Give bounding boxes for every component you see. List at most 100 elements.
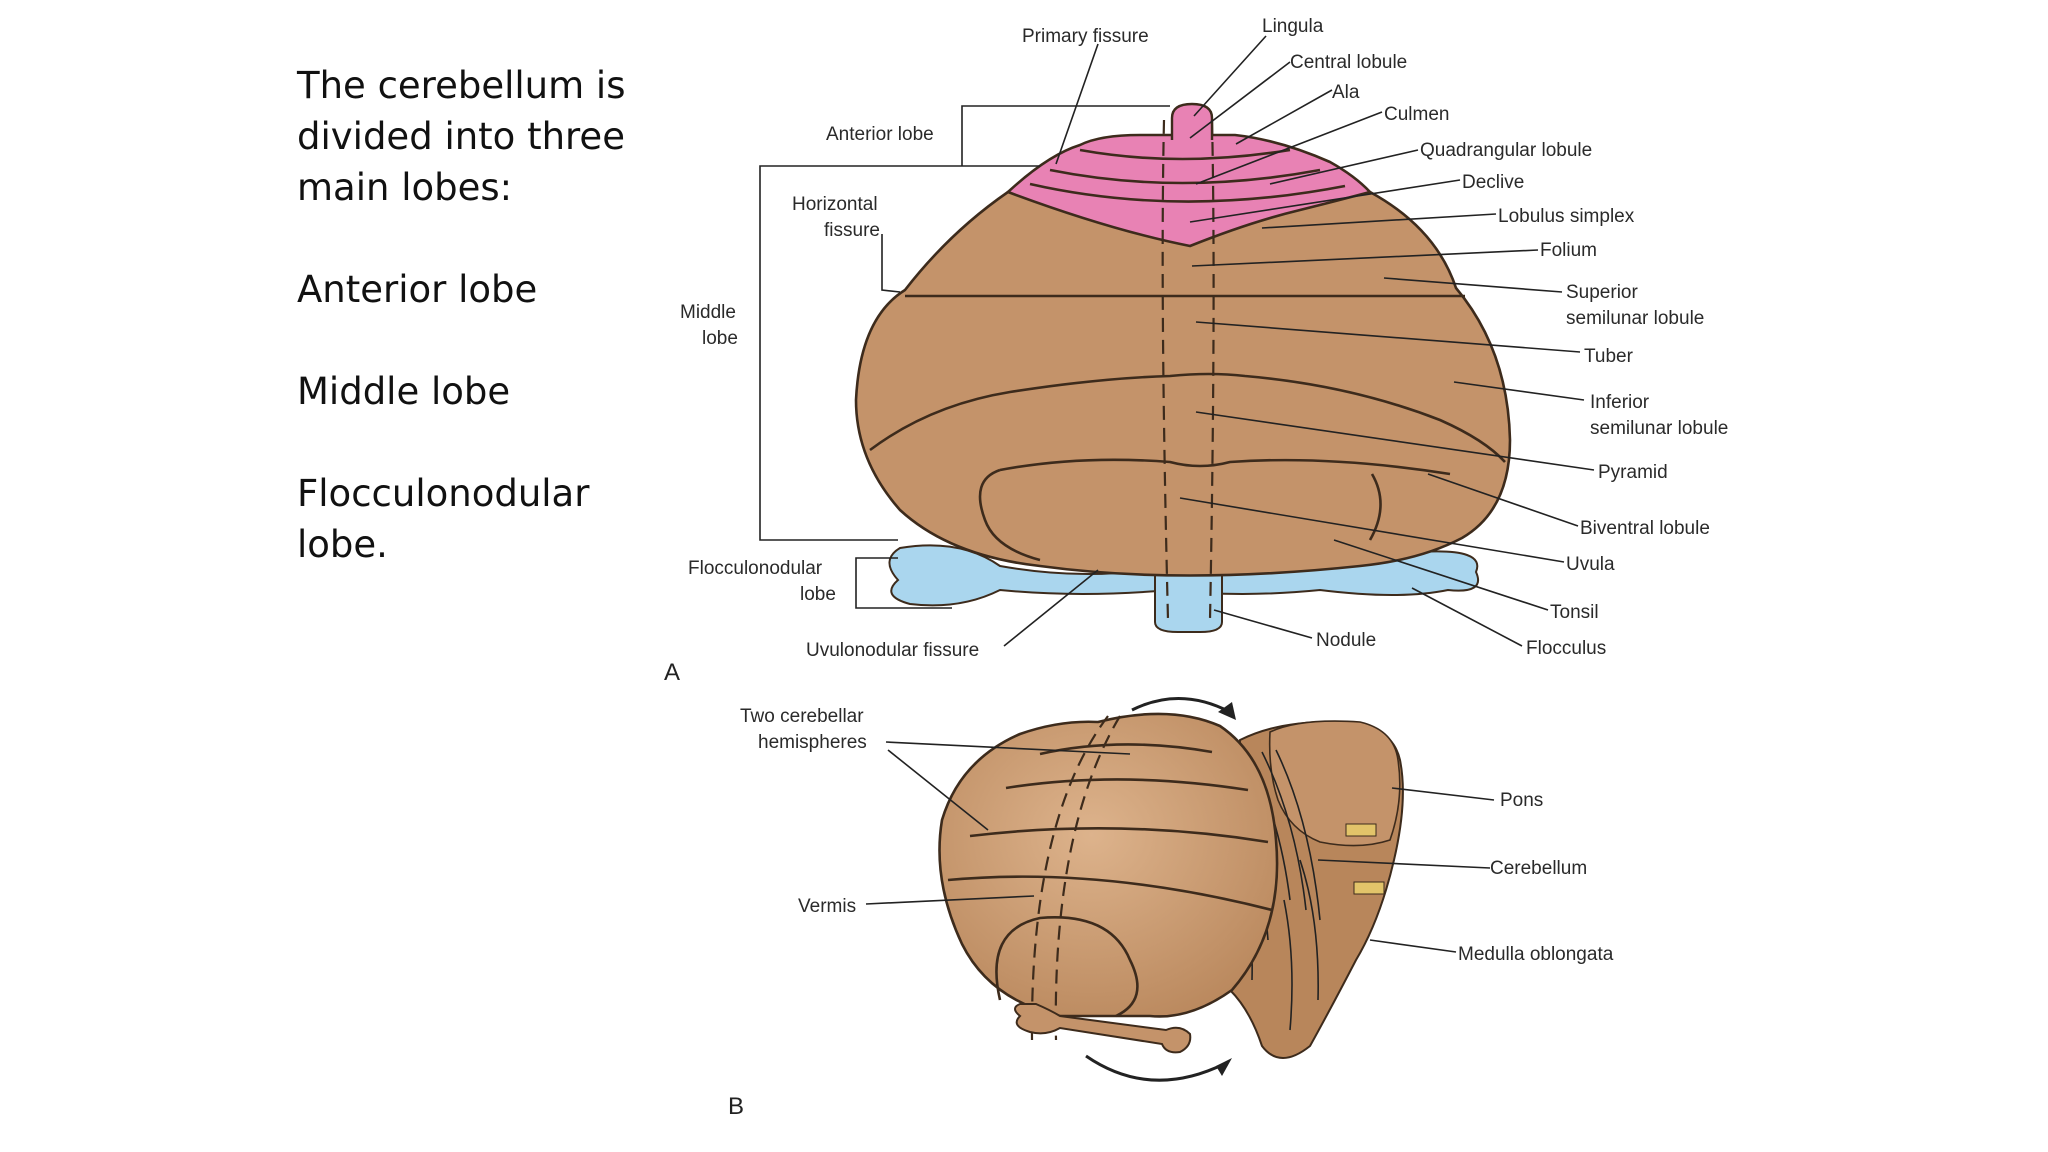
rotation-arrow-top-head	[1218, 702, 1236, 720]
vermis-dash-right	[1208, 119, 1215, 621]
label-horizontal-fissure-2: fissure	[824, 220, 880, 241]
label-uvulonodular-fissure: Uvulonodular fissure	[806, 640, 979, 661]
label-tonsil: Tonsil	[1550, 602, 1599, 623]
figure-letter-b: B	[728, 1093, 744, 1120]
leader-pyramid	[1195, 411, 1595, 471]
lobe-item-anterior: Anterior lobe	[297, 268, 538, 311]
label-inferior-semilunar-2: semilunar lobule	[1590, 418, 1728, 439]
middle-lobe-shape	[854, 190, 1512, 577]
pons-shape	[1268, 720, 1401, 847]
biventral-outline	[1368, 473, 1382, 541]
leader-vermis	[865, 895, 1035, 905]
nerve-stub-2	[1353, 881, 1385, 895]
b-tonsil	[995, 916, 1139, 1018]
leader-hemispheres-b	[887, 749, 989, 831]
label-two-hemispheres-2: hemispheres	[758, 732, 867, 753]
leader-culmen	[1195, 111, 1383, 185]
leader-flocculus	[1411, 587, 1523, 647]
label-declive: Declive	[1462, 172, 1524, 193]
middle-lobe-bracket	[759, 165, 1040, 541]
label-inferior-semilunar-1: Inferior	[1590, 392, 1650, 413]
leader-lobulus-simplex	[1261, 213, 1497, 229]
leader-tuber	[1195, 321, 1581, 353]
diagram-a: Primary fissure Lingula Central lobule A…	[664, 16, 1728, 686]
anterior-lobe-bracket	[961, 105, 1170, 166]
b-fold-2	[1005, 778, 1249, 792]
label-cerebellum: Cerebellum	[1490, 858, 1587, 879]
label-pons: Pons	[1500, 790, 1543, 811]
leader-folium	[1191, 249, 1539, 267]
vermis-dash-left	[1161, 119, 1170, 621]
lobe-item-middle: Middle lobe	[297, 370, 511, 413]
leader-lingula	[1193, 35, 1267, 117]
lingula-shape	[1170, 102, 1214, 140]
label-ala: Ala	[1332, 82, 1360, 103]
pyramid-fold	[999, 458, 1451, 476]
label-culmen: Culmen	[1384, 104, 1449, 125]
leader-cerebellum	[1317, 859, 1491, 869]
label-two-hemispheres-1: Two cerebellar	[740, 706, 864, 727]
rotation-arrow-bottom-head	[1216, 1058, 1232, 1076]
leader-tonsil	[1333, 539, 1549, 611]
label-medulla-oblongata: Medulla oblongata	[1458, 944, 1614, 965]
anterior-fold-2	[1049, 168, 1321, 185]
label-flocculonodular-2: lobe	[800, 584, 836, 605]
label-superior-semilunar-1: Superior	[1566, 282, 1638, 303]
label-anterior-lobe: Anterior lobe	[826, 124, 934, 145]
tuber-fold	[869, 372, 1506, 463]
nodule-shape	[1154, 565, 1223, 633]
rotation-arrow-top	[1131, 697, 1231, 714]
label-lingula: Lingula	[1262, 16, 1324, 37]
label-central-lobule: Central lobule	[1290, 52, 1407, 73]
anterior-fold-1	[1079, 148, 1291, 161]
tonsil-outline	[978, 468, 1041, 562]
anterior-fold-3	[1029, 182, 1346, 203]
leader-pons	[1391, 787, 1495, 801]
label-primary-fissure: Primary fissure	[1022, 26, 1149, 47]
figure-letter-a: A	[664, 659, 680, 686]
leader-central-lobule	[1189, 61, 1291, 139]
flocculonodular-bracket	[855, 557, 952, 609]
leader-nodule	[1213, 609, 1313, 639]
b-vermis-dash-left	[1030, 715, 1109, 1041]
label-biventral-lobule: Biventral lobule	[1580, 518, 1710, 539]
label-folium: Folium	[1540, 240, 1597, 261]
label-middle-lobe-2: lobe	[702, 328, 738, 349]
diagram-b: Two cerebellar hemispheres Vermis Pons C…	[728, 697, 1614, 1120]
label-middle-lobe-1: Middle	[680, 302, 736, 323]
label-quadrangular-lobule: Quadrangular lobule	[1420, 140, 1592, 161]
leader-medulla	[1369, 939, 1457, 953]
rotation-arrow-bottom	[1085, 1054, 1225, 1082]
intro-text: The cerebellum is divided into three mai…	[297, 64, 626, 209]
label-flocculus: Flocculus	[1526, 638, 1606, 659]
anterior-lobe-shape	[1005, 133, 1373, 248]
leader-superior-semilunar	[1383, 277, 1563, 293]
leader-ala	[1235, 89, 1333, 145]
leader-inferior-semilunar	[1453, 381, 1585, 401]
label-nodule: Nodule	[1316, 630, 1376, 651]
slide-text: The cerebellum is divided into three mai…	[297, 60, 657, 570]
b-fold-3	[969, 826, 1269, 844]
label-vermis: Vermis	[798, 896, 856, 917]
b-flocculus-shape	[1014, 1003, 1192, 1054]
leader-biventral	[1427, 473, 1579, 527]
b-vermis-dash-right	[1054, 715, 1121, 1041]
label-lobulus-simplex: Lobulus simplex	[1498, 206, 1635, 227]
label-superior-semilunar-2: semilunar lobule	[1566, 308, 1704, 329]
label-uvula: Uvula	[1566, 554, 1615, 575]
leader-quadrangular	[1269, 149, 1419, 185]
label-tuber: Tuber	[1584, 346, 1634, 367]
lobe-item-flocculonodular: Flocculonodular lobe.	[297, 472, 590, 566]
nerve-stub-1	[1345, 823, 1377, 837]
leader-primary-fissure	[1055, 43, 1099, 165]
cerebellum-b-shape	[938, 712, 1279, 1018]
leader-uvulonodular	[1003, 569, 1099, 647]
label-pyramid: Pyramid	[1598, 462, 1668, 483]
b-fold-4	[947, 875, 1273, 912]
leader-hemispheres-a	[885, 741, 1131, 755]
label-flocculonodular-1: Flocculonodular	[688, 558, 823, 579]
leader-uvula	[1179, 497, 1565, 563]
leader-horizontal-fissure	[881, 234, 901, 293]
leader-declive	[1189, 179, 1461, 223]
